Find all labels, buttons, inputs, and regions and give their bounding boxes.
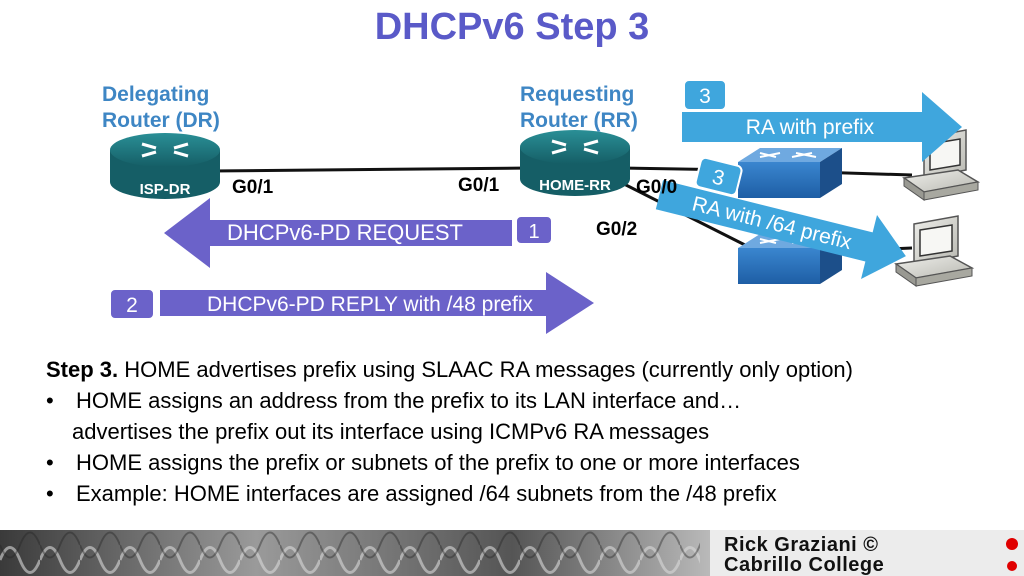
pc-bottom-icon [894,215,975,287]
reply-arrow-label: DHCPv6-PD REPLY with /48 prefix [207,293,534,316]
bullet-3: Example: HOME interfaces are assigned /6… [46,478,1006,509]
bullet-1-continuation: advertises the prefix out its interface … [72,419,710,444]
step-heading-bold: Step 3. [46,357,119,382]
home-rr-g00-label: G0/0 [636,177,678,198]
footer-author: Rick Graziani © [724,534,879,556]
dhcpv6-pd-reply-arrow: 2 DHCPv6-PD REPLY with /48 prefix [109,272,594,334]
step1-badge: 1 [528,221,539,243]
isp-dr-router-icon: ISP-DR [110,133,220,199]
home-rr-g02-label: G0/2 [596,219,638,240]
delegating-router-label-line1: Delegating [102,83,210,106]
ra-with-prefix-label: RA with prefix [746,116,875,139]
ra-with-prefix-arrow: 3 RA with prefix [682,79,962,162]
step-heading-text: HOME advertises prefix using SLAAC RA me… [118,357,853,382]
dhcpv6-pd-request-arrow: DHCPv6-PD REQUEST 1 [164,198,553,268]
requesting-router-label: Requesting Router (RR) [520,82,638,134]
footer-credit: Rick Graziani © Cabrillo College [724,535,884,575]
bullet-1: HOME assigns an address from the prefix … [46,385,1006,416]
step3b-badge: 3 [710,165,727,190]
home-rr-router-icon: HOME-RR [520,130,630,196]
home-rr-g01-label: G0/1 [458,175,500,196]
request-arrow-label: DHCPv6-PD REQUEST [227,220,463,245]
step2-badge: 2 [126,294,138,317]
requesting-router-label-line2: Router (RR) [520,109,638,132]
home-rr-device-name: HOME-RR [539,177,611,194]
step3a-badge: 3 [699,85,711,108]
switch-top-icon [738,148,842,198]
footer-decorative-band [0,530,1024,576]
footer-college: Cabrillo College [724,554,885,576]
requesting-router-label-line1: Requesting [520,83,635,106]
step-description: Step 3. HOME advertises prefix using SLA… [46,354,1006,509]
isp-dr-device-name: ISP-DR [140,181,191,198]
isp-dr-interface-label: G0/1 [232,177,274,198]
page-title: DHCPv6 Step 3 [374,6,650,48]
delegating-router-label-line2: Router (DR) [102,109,220,132]
delegating-router-label: Delegating Router (DR) [102,82,220,134]
bullet-2: HOME assigns the prefix or subnets of th… [46,447,1006,478]
step-heading: Step 3. HOME advertises prefix using SLA… [46,354,1006,385]
